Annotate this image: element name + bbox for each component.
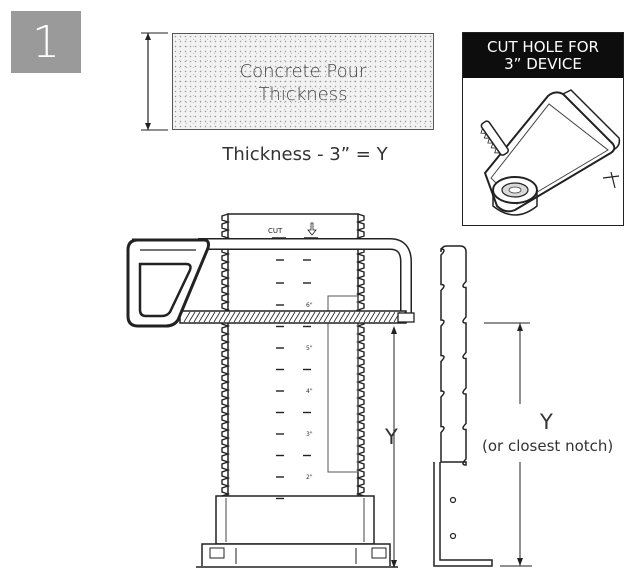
pour-thickness-dimension bbox=[141, 32, 168, 131]
concrete-pour-block bbox=[172, 33, 434, 130]
measurement-label: 2" bbox=[306, 474, 313, 481]
sleeve-tube bbox=[196, 213, 398, 568]
sleeve-measurement-marks: 6" 5" 4" 3" 2" bbox=[276, 259, 313, 500]
concrete-pour-label-line1: Concrete Pour bbox=[239, 61, 367, 82]
callout-header-line1: CUT HOLE FOR bbox=[487, 38, 599, 56]
left-y-label: Y bbox=[385, 425, 398, 449]
device-hole-illustration bbox=[480, 89, 621, 216]
cut-label: CUT bbox=[268, 227, 283, 235]
step-number-badge: 1 bbox=[11, 11, 81, 73]
closest-notch-note: (or closest notch) bbox=[482, 437, 614, 455]
measurement-label: 3" bbox=[306, 431, 313, 438]
notched-strip bbox=[433, 245, 493, 567]
callout-header: CUT HOLE FOR 3” DEVICE bbox=[463, 33, 623, 78]
cut-hole-callout: CUT HOLE FOR 3” DEVICE bbox=[462, 32, 624, 226]
left-y-dimension bbox=[391, 326, 397, 568]
hacksaw bbox=[126, 238, 415, 328]
right-y-label: Y bbox=[540, 410, 553, 434]
measurement-label: 4" bbox=[306, 388, 313, 395]
concrete-pour-label-line2: Thickness bbox=[258, 84, 348, 105]
concrete-pour-label: Concrete Pour Thickness bbox=[172, 60, 434, 106]
down-arrow-icon bbox=[307, 222, 317, 236]
thickness-formula: Thickness - 3” = Y bbox=[222, 144, 388, 165]
right-y-dimension bbox=[484, 322, 532, 567]
callout-header-line2: 3” DEVICE bbox=[504, 55, 582, 73]
measurement-label: 5" bbox=[306, 345, 313, 352]
measurement-label: 6" bbox=[306, 302, 313, 309]
